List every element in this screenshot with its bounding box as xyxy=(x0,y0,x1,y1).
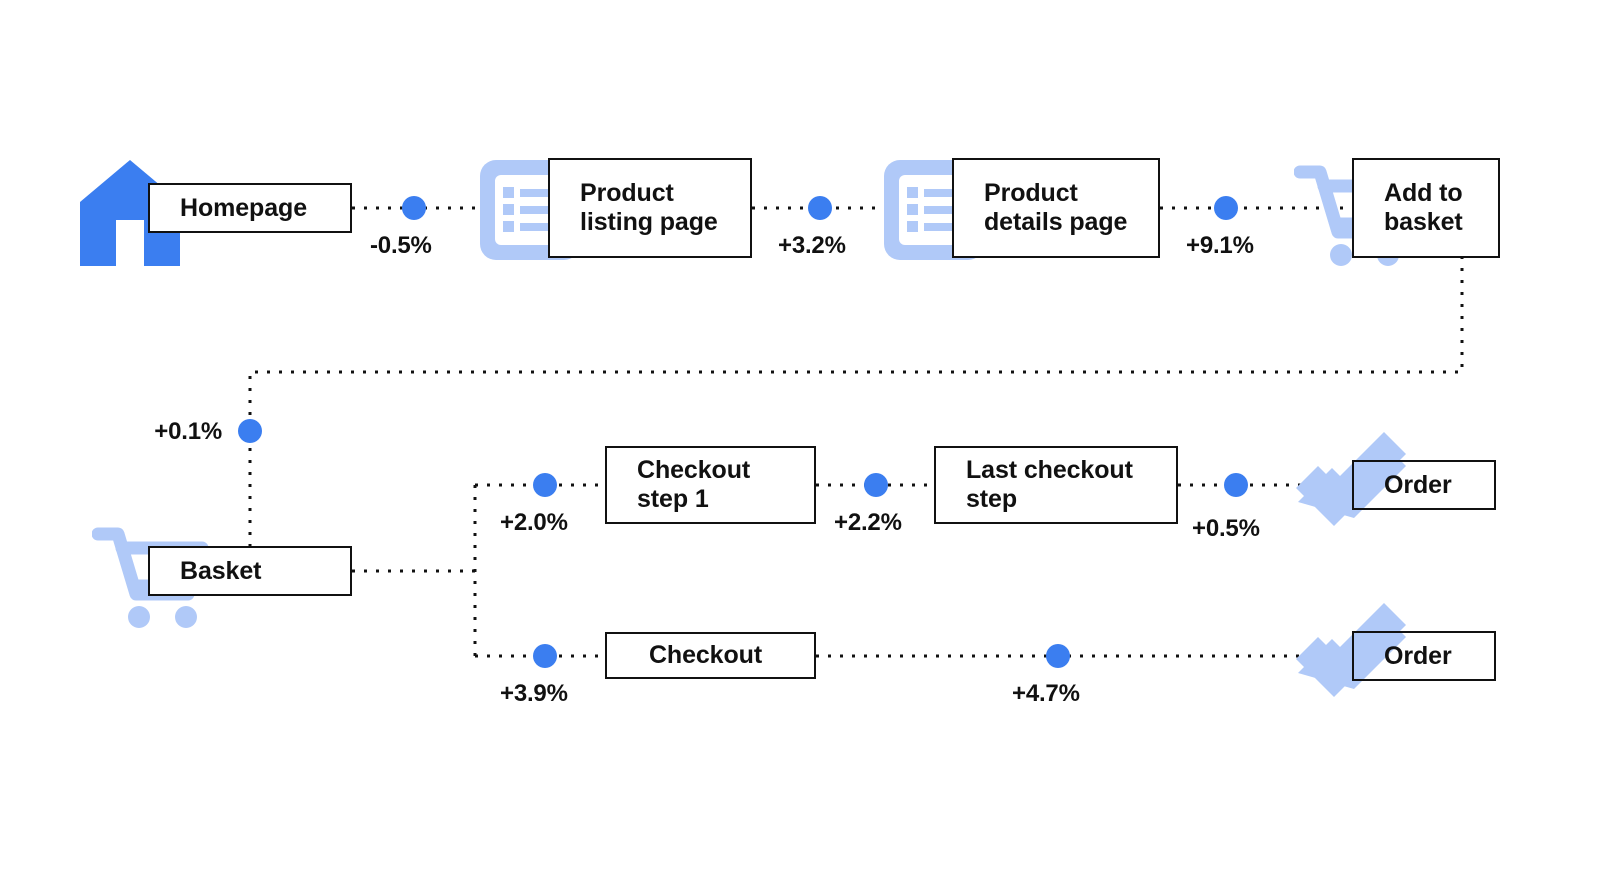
node-homepage-label: Homepage xyxy=(180,193,308,222)
edge-value-product-details-to-add-to-basket: +9.1% xyxy=(1186,232,1254,259)
edge-value-checkout-step-1-to-last-checkout-step: +2.2% xyxy=(834,509,902,536)
node-checkout-label: Checkout xyxy=(648,641,763,669)
node-basket-label: Basket xyxy=(180,556,262,585)
node-checkout-step-1-label: Checkout step 1 xyxy=(637,456,751,513)
node-product-details-page[interactable]: Product details page xyxy=(952,158,1160,258)
edge-dot-product-details-to-add-to-basket[interactable] xyxy=(1214,196,1238,220)
edge-value-last-checkout-step-to-order-top: +0.5% xyxy=(1192,515,1260,542)
node-product-listing-page-label: Product listing page xyxy=(580,179,718,236)
node-order-top[interactable]: Order xyxy=(1352,460,1496,510)
node-order-bottom[interactable]: Order xyxy=(1352,631,1496,681)
node-basket[interactable]: Basket xyxy=(148,546,352,596)
edge-value-checkout-to-order-bottom: +4.7% xyxy=(1012,680,1080,707)
edge-value-add-to-basket-to-basket: +0.1% xyxy=(154,418,222,445)
node-add-to-basket[interactable]: Add to basket xyxy=(1352,158,1500,258)
node-product-listing-page[interactable]: Product listing page xyxy=(548,158,752,258)
node-last-checkout-step[interactable]: Last checkout step xyxy=(934,446,1178,524)
edge-value-basket-to-checkout: +3.9% xyxy=(500,680,568,707)
node-last-checkout-step-label: Last checkout step xyxy=(966,456,1133,513)
edge-dot-checkout-step-1-to-last-checkout-step[interactable] xyxy=(864,473,888,497)
edge-dot-last-checkout-step-to-order-top[interactable] xyxy=(1224,473,1248,497)
edge-dot-basket-to-checkout-step-1[interactable] xyxy=(533,473,557,497)
node-checkout-step-1[interactable]: Checkout step 1 xyxy=(605,446,816,524)
edge-dot-add-to-basket-to-basket[interactable] xyxy=(238,419,262,443)
node-homepage[interactable]: Homepage xyxy=(148,183,352,233)
edge-value-homepage-to-product-listing: -0.5% xyxy=(370,232,432,259)
edge-value-basket-to-checkout-step-1: +2.0% xyxy=(500,509,568,536)
edge-dot-homepage-to-product-listing[interactable] xyxy=(402,196,426,220)
edge-dot-basket-to-checkout[interactable] xyxy=(533,644,557,668)
node-order-bottom-label: Order xyxy=(1384,641,1452,670)
edge-dot-checkout-to-order-bottom[interactable] xyxy=(1046,644,1070,668)
edge-value-product-listing-to-product-details: +3.2% xyxy=(778,232,846,259)
edge-dot-product-listing-to-product-details[interactable] xyxy=(808,196,832,220)
node-order-top-label: Order xyxy=(1384,470,1452,499)
node-checkout[interactable]: Checkout xyxy=(605,632,816,679)
edge-add-to-basket-to-basket xyxy=(248,256,1464,572)
node-add-to-basket-label: Add to basket xyxy=(1384,179,1463,236)
node-product-details-page-label: Product details page xyxy=(984,179,1128,236)
